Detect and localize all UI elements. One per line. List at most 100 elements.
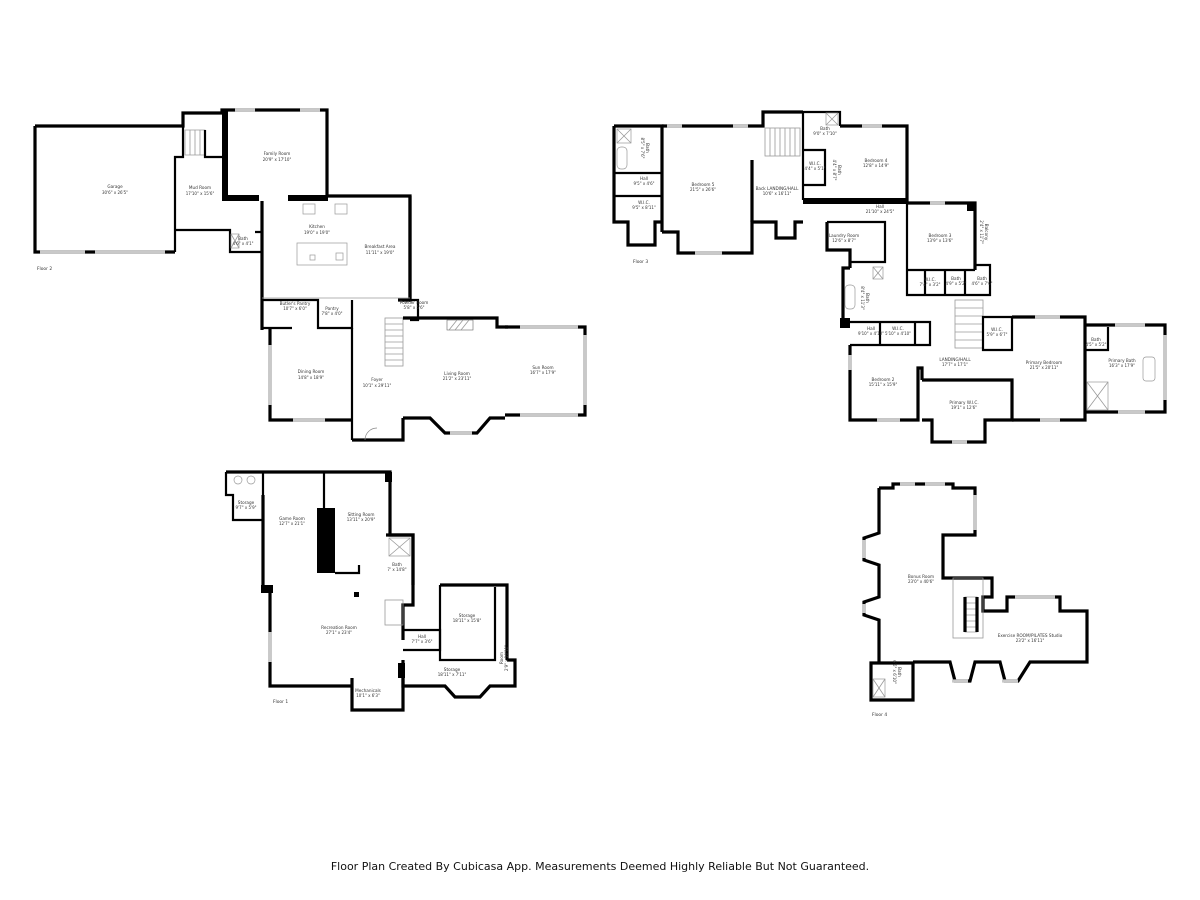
svg-text:10'1" x 6'3": 10'1" x 6'3" <box>356 693 380 698</box>
svg-text:Bedroom 5: Bedroom 5 <box>692 182 715 187</box>
svg-text:7'7" x 3'6": 7'7" x 3'6" <box>412 639 433 644</box>
svg-text:8'4" x 11'3": 8'4" x 11'3" <box>860 286 865 310</box>
svg-text:2'9" x 10'11": 2'9" x 10'11" <box>504 645 509 671</box>
disclaimer-footer: Floor Plan Created By Cubicasa App. Meas… <box>330 860 870 873</box>
svg-text:Room: Room <box>499 652 504 664</box>
floor-1-plan: Storage 9'7" x 5'9" Game Room 12'7" x 21… <box>224 470 517 712</box>
svg-text:Floor 4: Floor 4 <box>872 712 887 718</box>
svg-text:4'4" x 8'7": 4'4" x 8'7" <box>832 160 837 181</box>
svg-text:Bonus Room: Bonus Room <box>908 574 934 579</box>
svg-text:4'4" x 5'1": 4'4" x 5'1" <box>805 166 826 171</box>
svg-text:21'5" x 20'11": 21'5" x 20'11" <box>1030 365 1059 370</box>
floor-4-plan: Bonus Room 23'0" x 40'6" Exercise ROOM/P… <box>862 482 1089 718</box>
svg-text:7'4" x 3'2": 7'4" x 3'2" <box>920 282 941 287</box>
svg-text:17'7" x 17'1": 17'7" x 17'1" <box>942 362 968 367</box>
svg-text:Bath: Bath <box>645 143 650 153</box>
svg-text:12'6" x 8'7": 12'6" x 8'7" <box>832 238 856 243</box>
svg-text:7'8" x 4'0": 7'8" x 4'0" <box>322 311 343 316</box>
svg-text:Mechanicals: Mechanicals <box>355 688 381 693</box>
svg-text:4'5" x 5'2": 4'5" x 5'2" <box>1086 342 1107 347</box>
svg-text:Storage: Storage <box>444 667 461 672</box>
svg-text:19'1" x 12'6": 19'1" x 12'6" <box>951 405 977 410</box>
svg-text:Bedroom 3: Bedroom 3 <box>929 233 952 238</box>
svg-text:Bath: Bath <box>837 165 842 175</box>
svg-text:21'5" x 26'6": 21'5" x 26'6" <box>690 187 716 192</box>
svg-text:Recreation Room: Recreation Room <box>321 625 357 630</box>
svg-text:10'1" x 29'11": 10'1" x 29'11" <box>363 383 392 388</box>
svg-text:Bath: Bath <box>865 293 870 303</box>
svg-text:9'5" x 8'11": 9'5" x 8'11" <box>632 205 656 210</box>
svg-text:8'5" x 7'6": 8'5" x 7'6" <box>640 138 645 159</box>
svg-text:Garage: Garage <box>107 184 123 189</box>
svg-text:20'9" x 17'10": 20'9" x 17'10" <box>263 157 292 162</box>
svg-text:9'0" x 7'10": 9'0" x 7'10" <box>813 131 837 136</box>
svg-text:16'7" x 17'9": 16'7" x 17'9" <box>530 370 556 375</box>
svg-text:4'6" x 4'1": 4'6" x 4'1" <box>233 241 254 246</box>
svg-text:21'2" x 23'11": 21'2" x 23'11" <box>443 376 472 381</box>
svg-text:W.I.C.: W.I.C. <box>638 200 650 205</box>
svg-text:Storage: Storage <box>238 500 255 505</box>
floor-2-plan: Garage 30'6" x 26'5" Mud Room 17'10" x 1… <box>33 108 587 442</box>
svg-text:4'9" x 5'2": 4'9" x 5'2" <box>946 281 967 286</box>
svg-text:Game Room: Game Room <box>279 516 305 521</box>
svg-text:12'7" x 21'1": 12'7" x 21'1" <box>279 521 305 526</box>
svg-text:Bath: Bath <box>238 236 248 241</box>
svg-text:4'6" x 7'6": 4'6" x 7'6" <box>972 281 993 286</box>
svg-text:W.I.C.: W.I.C. <box>809 161 821 166</box>
svg-text:Family Room: Family Room <box>264 151 291 156</box>
svg-text:Floor 1: Floor 1 <box>273 699 288 705</box>
svg-text:Bath: Bath <box>951 276 961 281</box>
svg-text:Dining Room: Dining Room <box>298 369 325 374</box>
svg-text:18'11" x 7'11": 18'11" x 7'11" <box>438 672 467 677</box>
svg-text:Hall: Hall <box>867 326 875 331</box>
svg-text:13'9" x 13'6": 13'9" x 13'6" <box>927 238 953 243</box>
svg-text:Exercise ROOM/PILATES Studio: Exercise ROOM/PILATES Studio <box>998 633 1063 638</box>
svg-text:Bath: Bath <box>392 562 402 567</box>
svg-text:Bath: Bath <box>1091 337 1101 342</box>
svg-text:Bath: Bath <box>977 276 987 281</box>
svg-text:Hall: Hall <box>876 204 884 209</box>
svg-text:Mud Room: Mud Room <box>189 185 211 190</box>
svg-text:Bedroom 4: Bedroom 4 <box>865 158 888 163</box>
svg-text:Bath: Bath <box>820 126 830 131</box>
svg-text:Living Room: Living Room <box>444 371 470 376</box>
svg-text:23'2" x 16'11": 23'2" x 16'11" <box>1016 638 1045 643</box>
svg-text:LANDING/HALL: LANDING/HALL <box>939 357 971 362</box>
svg-text:Sitting Room: Sitting Room <box>348 512 375 517</box>
svg-text:W.I.C.: W.I.C. <box>924 277 936 282</box>
svg-text:Floor 2: Floor 2 <box>37 266 52 272</box>
svg-text:Primary Bath: Primary Bath <box>1108 358 1136 363</box>
svg-text:Foyer: Foyer <box>371 377 383 382</box>
svg-text:12'8" x 14'9": 12'8" x 14'9" <box>863 163 889 168</box>
svg-text:Balcony: Balcony <box>984 224 989 241</box>
svg-text:Pantry: Pantry <box>325 306 339 311</box>
svg-text:Primary W.I.C.: Primary W.I.C. <box>949 400 978 405</box>
svg-text:Storage: Storage <box>459 613 476 618</box>
svg-text:27'1" x 23'4": 27'1" x 23'4" <box>326 630 352 635</box>
svg-text:11'11" x 19'0": 11'11" x 19'0" <box>366 250 395 255</box>
svg-text:6'6" x 6'10": 6'6" x 6'10" <box>892 660 897 684</box>
svg-text:Powder Room: Powder Room <box>400 300 429 305</box>
svg-text:Sun Room: Sun Room <box>532 365 553 370</box>
svg-text:18'11" x 15'8": 18'11" x 15'8" <box>453 618 482 623</box>
svg-text:2'4" x 11'7": 2'4" x 11'7" <box>979 220 984 244</box>
svg-text:9'10" x 4'10": 9'10" x 4'10" <box>858 331 884 336</box>
svg-text:Back LANDING/HALL: Back LANDING/HALL <box>756 186 800 191</box>
svg-text:W.I.C.: W.I.C. <box>991 327 1003 332</box>
svg-text:Kitchen: Kitchen <box>309 224 325 229</box>
svg-text:16'3" x 17'9": 16'3" x 17'9" <box>1109 363 1135 368</box>
svg-text:5'8" x 5'6": 5'8" x 5'6" <box>404 305 425 310</box>
svg-text:5'9" x 6'7": 5'9" x 6'7" <box>987 332 1008 337</box>
svg-text:17'10" x 15'6": 17'10" x 15'6" <box>186 191 215 196</box>
svg-text:5'10" x 4'10": 5'10" x 4'10" <box>885 331 911 336</box>
svg-text:23'0" x 40'6": 23'0" x 40'6" <box>908 579 934 584</box>
svg-text:Bath: Bath <box>897 667 902 677</box>
svg-text:Hall: Hall <box>418 634 426 639</box>
svg-text:Butler's Pantry: Butler's Pantry <box>280 301 311 306</box>
svg-text:Primary Bedroom: Primary Bedroom <box>1026 360 1062 365</box>
svg-text:9'7" x 5'9": 9'7" x 5'9" <box>236 505 257 510</box>
svg-text:10'6" x 16'11": 10'6" x 16'11" <box>763 191 792 196</box>
svg-text:Floor 3: Floor 3 <box>633 259 648 265</box>
svg-text:Breakfast Area: Breakfast Area <box>365 244 396 249</box>
